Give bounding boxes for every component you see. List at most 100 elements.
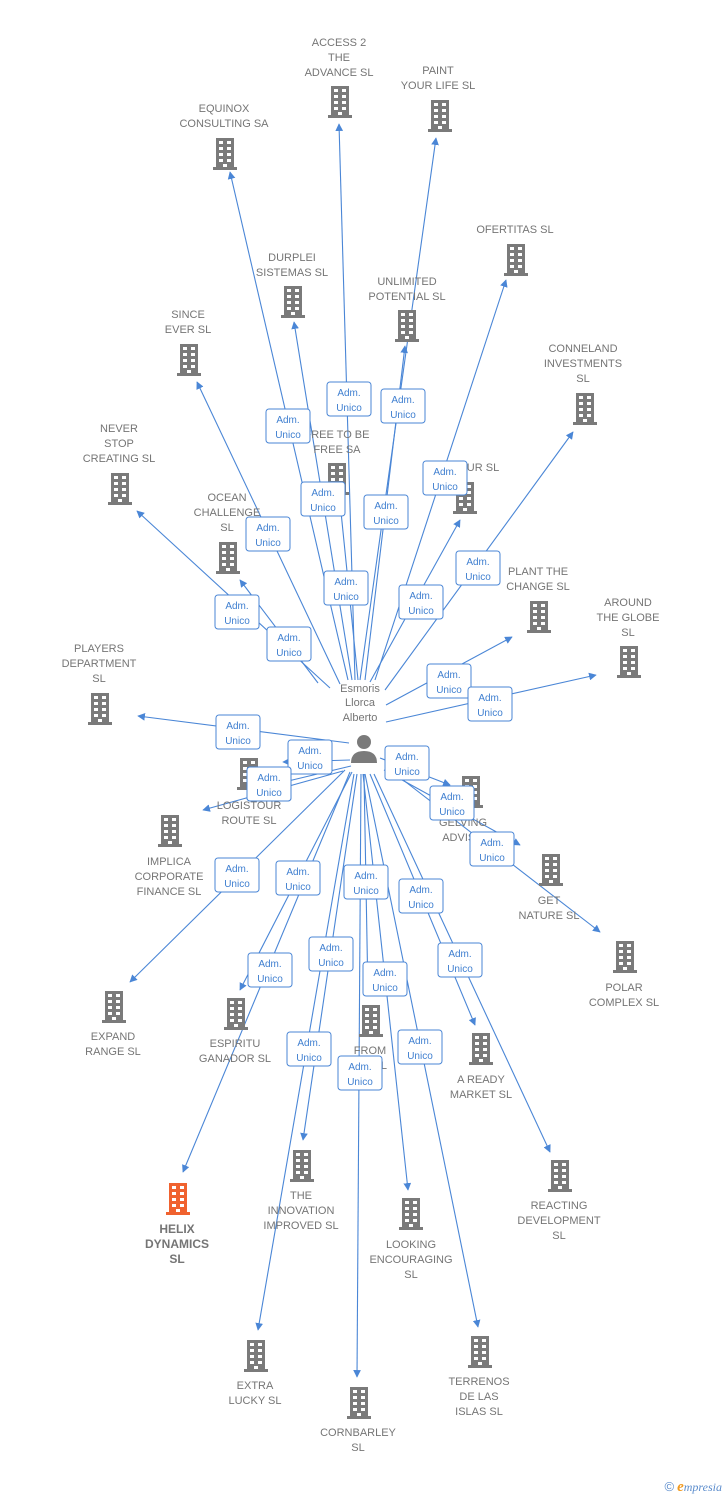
- edge-label-box[interactable]: Adm.Unico: [286, 1031, 332, 1067]
- edge-label-box[interactable]: Adm.Unico: [214, 594, 260, 630]
- edge-label-role: Adm.: [374, 501, 397, 512]
- edge-label-box[interactable]: Adm. Unico: [287, 739, 333, 775]
- edge-label-box[interactable]: Adm.Unico: [426, 663, 472, 699]
- edge-label-box[interactable]: Adm.Unico: [246, 766, 292, 802]
- edge-label-box[interactable]: Adm.Unico: [323, 570, 369, 606]
- edge-label-box[interactable]: Adm.Unico: [469, 831, 515, 867]
- edge-label-box[interactable]: Adm.Unico: [275, 860, 321, 896]
- edge-label-box[interactable]: Adm.Unico: [326, 381, 372, 417]
- edge-label-frame: [265, 408, 311, 444]
- company-node-ur[interactable]: UR SL: [453, 462, 499, 514]
- building-icon: [177, 344, 201, 376]
- edge-label-box[interactable]: Adm.Unico: [214, 857, 260, 893]
- building-icon: [290, 1150, 314, 1182]
- edge-label-frame: [246, 766, 292, 802]
- edge-label-role: Adm.: [391, 395, 414, 406]
- company-label-line: UNLIMITED: [377, 276, 436, 288]
- company-label-line: NATURE SL: [519, 910, 580, 922]
- edge-label-box[interactable]: Adm.Unico: [398, 584, 444, 620]
- building-icon: [469, 1033, 493, 1065]
- edge-label-frame: [247, 952, 293, 988]
- edge-label-box[interactable]: Adm.Unico: [455, 550, 501, 586]
- edge-label-type: Unico: [297, 761, 323, 772]
- edge-label-role: Adm.: [256, 523, 279, 534]
- building-icon: [573, 393, 597, 425]
- edge-label-box[interactable]: Adm.Unico: [398, 878, 444, 914]
- person-name-line-3: Alberto: [343, 712, 378, 724]
- edge-label-box[interactable]: Adm.Unico: [397, 1029, 443, 1065]
- edge-label-role: Adm.: [448, 949, 471, 960]
- person-node[interactable]: Esmoris Llorca Alberto: [340, 683, 380, 763]
- company-label-line: TERRENOS: [448, 1376, 509, 1388]
- edge-label-type: Unico: [408, 900, 434, 911]
- edge-label-box[interactable]: Adm.Unico: [380, 388, 426, 424]
- brand-logo[interactable]: ©empresia: [665, 1479, 723, 1496]
- company-label-line: NEVER: [100, 423, 138, 435]
- edge-label-box[interactable]: Adm.Unico: [265, 408, 311, 444]
- edge-label-box[interactable]: Adm.Unico: [308, 936, 354, 972]
- edge-label-frame: [455, 550, 501, 586]
- edge-label-box[interactable]: Adm.Unico: [337, 1055, 383, 1091]
- edge-label-frame: [398, 878, 444, 914]
- copyright-icon: ©: [664, 1479, 675, 1494]
- building-icon: [158, 815, 182, 847]
- edge-label-role: Adm.: [409, 591, 432, 602]
- company-label-line: CREATING SL: [83, 453, 156, 465]
- edge-label-box[interactable]: Adm.Unico: [363, 494, 409, 530]
- company-label-line: DE LAS: [459, 1391, 498, 1403]
- edge-label-box[interactable]: Adm.Unico: [467, 686, 513, 722]
- edge-label-box[interactable]: Adm.Unico: [437, 942, 483, 978]
- building-icon: [359, 1005, 383, 1037]
- edge-label-box[interactable]: Adm.Unico: [300, 481, 346, 517]
- company-label-line: AROUND: [604, 597, 652, 609]
- company-label-line: SL: [552, 1230, 565, 1242]
- edge-label-type: Unico: [318, 958, 344, 969]
- edge-label-box[interactable]: Adm.Unico: [429, 785, 475, 821]
- company-label-line: CORNBARLEY: [320, 1427, 396, 1439]
- edge-label-box[interactable]: Adm.Unico: [422, 460, 468, 496]
- edge-label-box[interactable]: Adm.Unico: [362, 961, 408, 997]
- edge-label-role: Adm.: [298, 746, 321, 757]
- company-label-line: COMPLEX SL: [589, 997, 659, 1009]
- company-label-line: MARKET SL: [450, 1089, 512, 1101]
- edge-label-box[interactable]: Adm.Unico: [343, 864, 389, 900]
- building-icon: [399, 1198, 423, 1230]
- edge-label-box[interactable]: Adm.Unico: [266, 626, 312, 662]
- edge-label-box[interactable]: Adm.Unico: [245, 516, 291, 552]
- edge-label-type: Unico: [225, 736, 251, 747]
- edge-label-type: Unico: [224, 616, 250, 627]
- edge-label-box[interactable]: Adm.Unico: [215, 714, 261, 750]
- edge-label-box[interactable]: Adm.Unico: [384, 745, 430, 781]
- edge-label-box[interactable]: Adm.Unico: [247, 952, 293, 988]
- edge-label-type: Unico: [407, 1051, 433, 1062]
- company-node-ofertitas[interactable]: OFERTITAS SL: [476, 224, 554, 276]
- company-label-line: INVESTMENTS: [544, 358, 622, 370]
